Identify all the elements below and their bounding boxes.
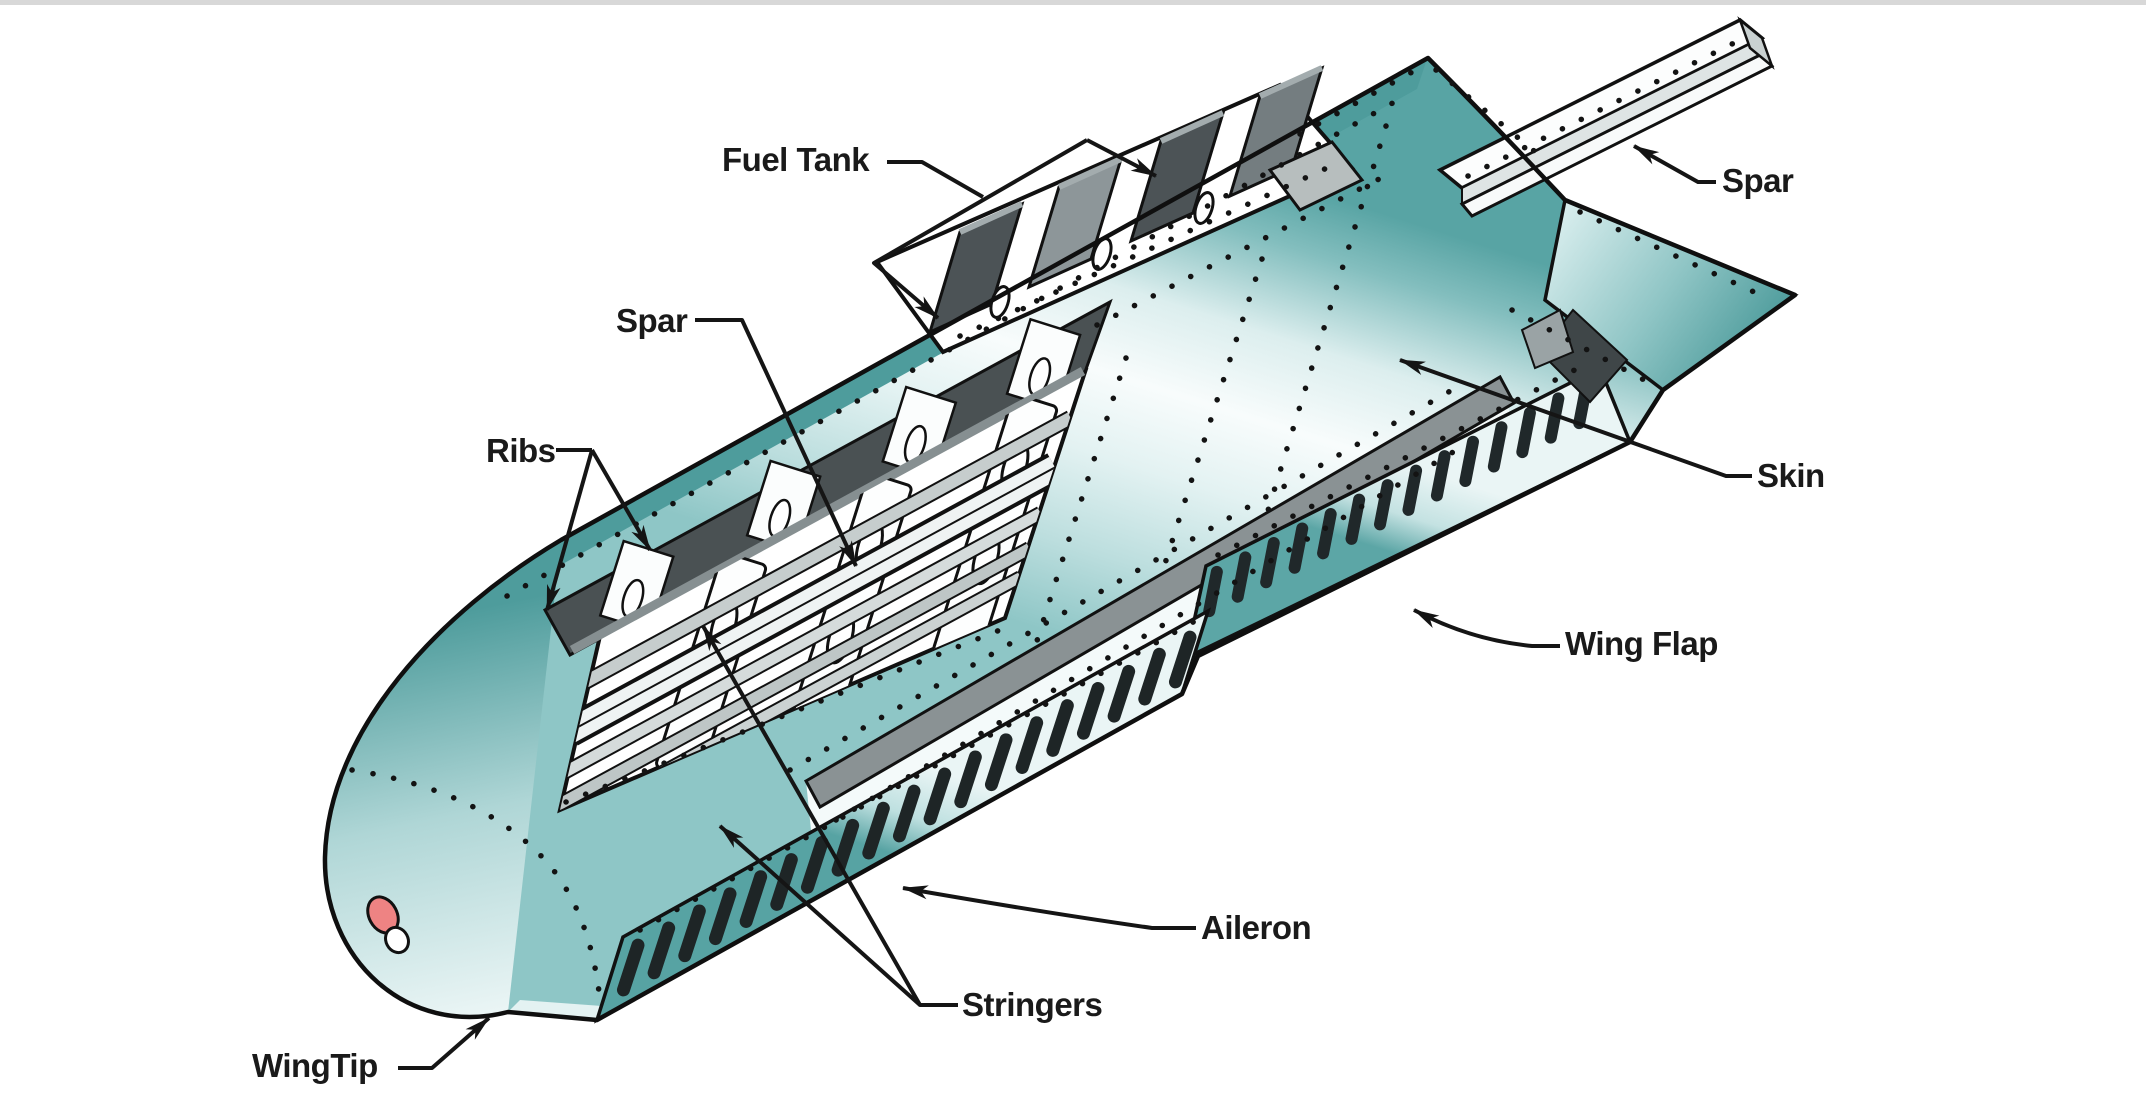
leader-aileron (902, 885, 1196, 930)
rib-flange-hole (1193, 191, 1215, 225)
leader-fuel-tank-left (872, 138, 1089, 320)
spar-flange-rivets (1465, 36, 1745, 179)
leader-skin (1399, 358, 1752, 478)
leader-wingtip (398, 1016, 491, 1070)
rivet-lines (349, 67, 1768, 1003)
leader-spar-mid (695, 318, 858, 567)
label-wingtip: WingTip (252, 1047, 378, 1084)
fuel-tank-end-piece (1267, 140, 1365, 212)
leader-lines (398, 138, 1752, 1070)
structure-cutaway (542, 298, 1113, 814)
wing-flap-slots (1203, 377, 1593, 618)
label-spar-mid: Spar (616, 302, 688, 339)
wing-outline (322, 55, 1798, 1023)
cutaway-gray-rim (569, 367, 1086, 654)
leader-spar-top (1633, 144, 1716, 184)
label-skin: Skin (1757, 457, 1825, 494)
wing-root (1520, 197, 1799, 404)
leader-ribs-right (590, 448, 652, 552)
spar-web (1461, 36, 1763, 206)
leader-stringers-b (718, 824, 922, 1007)
label-ribs: Ribs (486, 432, 556, 469)
leader-fuel-tank (887, 160, 984, 199)
leader-wing-flap (1413, 608, 1560, 648)
underside-sliver (508, 1000, 602, 1020)
wing-skin (324, 58, 1795, 1020)
leader-fuel-tank-right (1086, 138, 1157, 178)
label-spar-top: Spar (1722, 162, 1794, 199)
label-aileron: Aileron (1201, 909, 1312, 946)
trailing-edge (594, 365, 1633, 1024)
label-stringers: Stringers (962, 986, 1103, 1023)
wingtip-nav-light (366, 895, 410, 955)
label-wing-flap: Wing Flap (1565, 625, 1718, 662)
label-fuel-tank: Fuel Tank (722, 141, 870, 178)
aileron-slots (616, 630, 1197, 997)
root-gray-gusset (1520, 308, 1575, 370)
leader-ribs-left (545, 449, 594, 611)
stringer-strip (560, 508, 1044, 783)
spar-top-flange (1436, 17, 1766, 191)
top-border-bar (0, 0, 2146, 5)
stringer-strip (582, 412, 1074, 688)
spar-end-face (1737, 16, 1775, 70)
stringer-strip (560, 543, 1033, 810)
